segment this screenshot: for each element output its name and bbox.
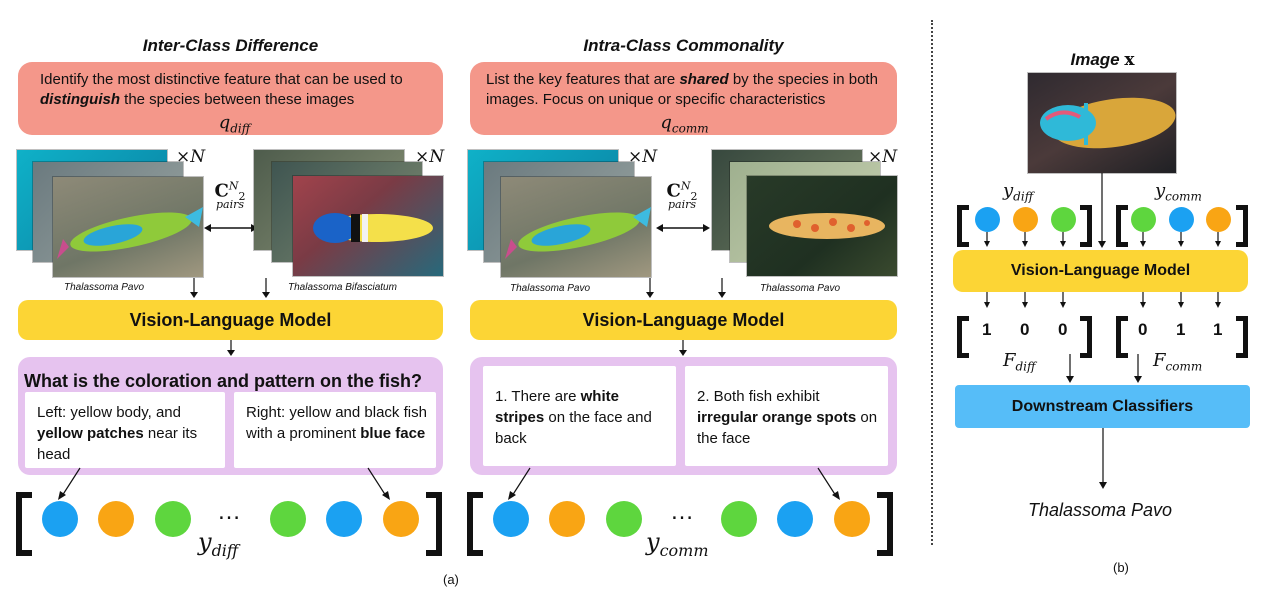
arrows-to-ydiff — [58, 467, 390, 500]
b-ydiff-dot-blue — [975, 207, 1000, 232]
ycomm-dot-5-blue — [777, 501, 813, 537]
f-comm-value-1: 0 — [1138, 320, 1148, 339]
comm-prompt-box: List the key features that are shared by… — [470, 62, 897, 136]
intra-class-title: Intra-Class Commonality — [583, 36, 784, 55]
ydiff-dot-4-green — [270, 501, 306, 537]
f-comm-value-3: 1 — [1213, 320, 1223, 339]
diff-prompt-box: Identify the most distinctive feature th… — [18, 62, 443, 136]
wrasse-illustration — [57, 207, 203, 259]
vlm-block-left: Vision-Language Model — [18, 300, 443, 340]
b-ycomm-bracket-left — [1116, 205, 1128, 247]
q-comm-symbol: qcomm — [660, 112, 709, 136]
times-n-label: ×N — [176, 147, 206, 167]
b-ycomm-dot-green — [1131, 207, 1156, 232]
f-diff-value-1: 1 — [982, 320, 992, 339]
arrow-vlm-to-qa-left — [227, 340, 235, 356]
times-n-label-2: ×N — [415, 147, 445, 167]
input-fish-photo — [1028, 73, 1176, 173]
ycomm-ellipsis: … — [670, 498, 694, 525]
shared-feature-card-2: 2. Both fish exhibit irregular orange sp… — [685, 366, 888, 466]
ydiff-dot-1-blue — [42, 501, 78, 537]
diff-prompt-text: Identify the most distinctive feature th… — [40, 71, 403, 108]
caption-thalassoma-pavo-3: Thalassoma Pavo — [510, 283, 591, 294]
ydiff-bracket-right — [426, 492, 442, 556]
b-ydiff-dot-orange — [1013, 207, 1038, 232]
b-ycomm-dot-blue — [1169, 207, 1194, 232]
y-diff-label: ydiff — [1003, 180, 1034, 204]
pairs-double-arrow — [204, 224, 258, 232]
b-ycomm-bracket-right — [1236, 205, 1248, 247]
thalassoma-pavo-photo — [53, 177, 203, 277]
wrasse-illustration-2 — [505, 207, 651, 259]
b-ydiff-bracket-right — [1080, 205, 1092, 247]
f-diff-value-2: 0 — [1020, 320, 1030, 339]
answer-right-card: Right: yellow and black fish with a prom… — [234, 392, 436, 468]
bluehead-illustration — [313, 213, 433, 243]
image-x-title: Image x — [1070, 50, 1135, 70]
f-comm-value-2: 1 — [1176, 320, 1186, 339]
f-diff-bracket-left — [957, 316, 969, 358]
panel-b-label: (b) — [1113, 560, 1129, 575]
arrows-out-vlm-b — [984, 292, 1221, 308]
ydiff-symbol: ydiff — [198, 528, 239, 560]
f-comm-label: Fcomm — [1153, 350, 1203, 374]
ycomm-bracket-left — [467, 492, 483, 556]
ycomm-dot-3-green — [606, 501, 642, 537]
b-ydiff-bracket-left — [957, 205, 969, 247]
panel-a-label: (a) — [443, 572, 459, 587]
spotted-wrasse-illustration — [769, 213, 885, 239]
answer-left-card: Left: yellow body, and yellow patches ne… — [25, 392, 225, 468]
panel-divider — [931, 20, 933, 545]
f-comm-bracket-left — [1116, 316, 1128, 358]
caption-thalassoma-pavo: Thalassoma Pavo — [64, 282, 145, 293]
b-ycomm-dot-orange — [1206, 207, 1231, 232]
vlm-question: What is the coloration and pattern on th… — [24, 371, 423, 391]
f-diff-bracket-right — [1080, 316, 1092, 358]
b-ydiff-dot-green — [1051, 207, 1076, 232]
ydiff-dot-3-green — [155, 501, 191, 537]
ycomm-dot-2-orange — [549, 501, 585, 537]
caption-thalassoma-bifasciatum: Thalassoma Bifasciatum — [288, 282, 397, 293]
inter-class-title: Inter-Class Difference — [142, 36, 319, 55]
times-n-label-4: ×N — [868, 147, 898, 167]
times-n-label-3: ×N — [628, 147, 658, 167]
downstream-classifiers-block: Downstream Classifiers — [955, 385, 1250, 428]
vlm-block-b: Vision-Language Model — [953, 250, 1248, 292]
arrows-to-classifier — [1066, 354, 1142, 383]
ycomm-dot-6-orange — [834, 501, 870, 537]
f-diff-label: Fdiff — [1003, 350, 1036, 374]
pairs-combination-2: CN2 pairs — [666, 180, 698, 211]
ycomm-symbol: ycomm — [646, 528, 709, 560]
pairs-combination: CN2 pairs — [214, 180, 246, 211]
y-comm-label: ycomm — [1155, 180, 1202, 204]
thalassoma-pavo-juvenile-photo — [747, 176, 897, 276]
ydiff-dot-2-orange — [98, 501, 134, 537]
arrow-vlm-to-qa-right — [679, 340, 687, 356]
pairs-double-arrow-2 — [656, 224, 710, 232]
thalassoma-bifasciatum-photo — [293, 176, 443, 276]
ycomm-dot-1-blue — [493, 501, 529, 537]
ycomm-bracket-right — [877, 492, 893, 556]
arrows-to-vlm-left — [190, 278, 270, 298]
caption-thalassoma-pavo-4: Thalassoma Pavo — [760, 283, 841, 294]
comm-prompt-text: List the key features that are shared by… — [486, 71, 878, 108]
ydiff-bracket-left — [16, 492, 32, 556]
q-diff-symbol: qdiff — [218, 112, 251, 136]
ycomm-dot-4-green — [721, 501, 757, 537]
f-diff-value-3: 0 — [1058, 320, 1068, 339]
vlm-block-right: Vision-Language Model — [470, 300, 897, 340]
ydiff-ellipsis: … — [217, 498, 241, 525]
shared-feature-card-1: 1. There are white stripes on the face a… — [483, 366, 676, 466]
input-wrasse-illustration — [1040, 97, 1176, 149]
ydiff-dot-6-orange — [383, 501, 419, 537]
arrows-to-vlm-right — [646, 278, 726, 298]
arrows-to-ycomm — [508, 467, 840, 500]
thalassoma-pavo-photo-2 — [501, 177, 651, 277]
ydiff-dot-5-blue — [326, 501, 362, 537]
prediction-output: Thalassoma Pavo — [1028, 500, 1173, 520]
arrow-to-output — [1099, 428, 1107, 489]
arrows-into-vlm-b — [984, 173, 1221, 248]
f-comm-bracket-right — [1236, 316, 1248, 358]
